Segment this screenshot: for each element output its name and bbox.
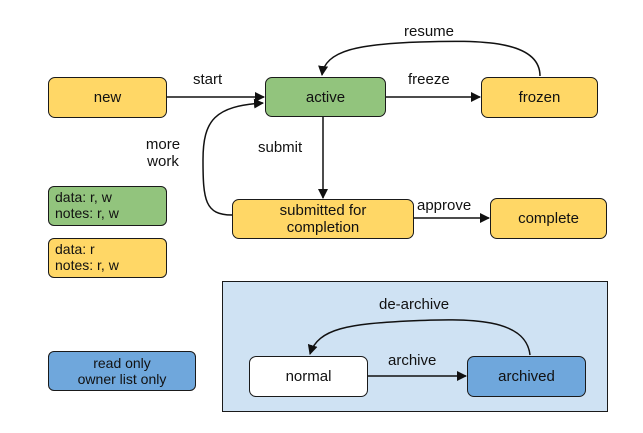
edge-label-archive: archive xyxy=(388,352,437,369)
state-archived: archived xyxy=(467,356,586,397)
edge-more-work xyxy=(202,98,264,216)
edge-label-de-archive: de-archive xyxy=(379,296,450,313)
state-frozen: frozen xyxy=(481,77,598,118)
edge-resume xyxy=(318,40,541,77)
state-normal: normal xyxy=(249,356,368,397)
edge-label-freeze: freeze xyxy=(408,71,450,88)
edge-label-approve: approve xyxy=(417,197,472,214)
edge-label-submit: submit xyxy=(258,139,303,156)
edge-label-resume: resume xyxy=(404,23,455,40)
state-complete: complete xyxy=(490,198,607,239)
legend-green: data: r, w notes: r, w xyxy=(48,186,167,226)
state-submitted-for-completion: submitted for completion xyxy=(232,199,414,239)
edge-label-start: start xyxy=(193,71,223,88)
edge-de-archive xyxy=(307,319,531,356)
legend-yellow: data: r notes: r, w xyxy=(48,238,167,278)
state-active: active xyxy=(265,77,386,117)
edge-label-more-work: more work xyxy=(145,136,181,170)
legend-blue: read only owner list only xyxy=(48,351,196,391)
state-new: new xyxy=(48,77,167,118)
